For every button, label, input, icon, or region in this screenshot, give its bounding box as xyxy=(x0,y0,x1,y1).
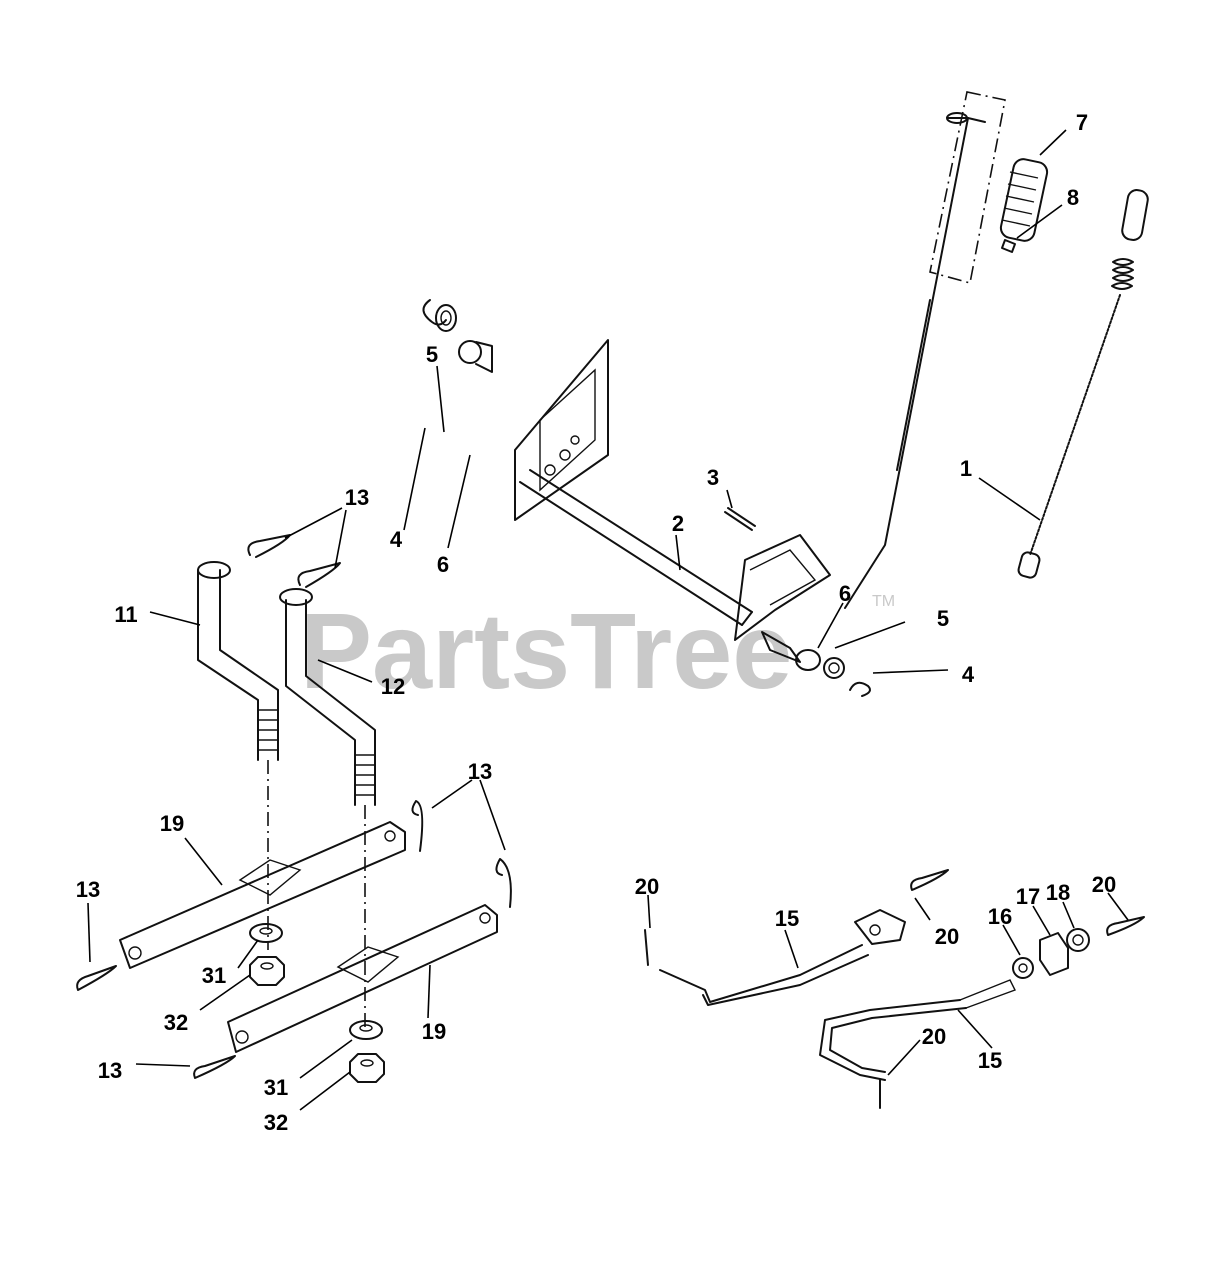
callout-19: 19 xyxy=(160,811,184,836)
part-2-shaft xyxy=(519,469,753,626)
part-4-clip-left xyxy=(422,299,447,326)
callout-17: 17 xyxy=(1016,884,1040,909)
callout-6: 6 xyxy=(839,581,851,606)
part-12-lift-link xyxy=(279,588,376,806)
part-5-washer-right xyxy=(823,657,845,679)
callout-31: 31 xyxy=(202,963,226,988)
part-15-rod-upper xyxy=(644,909,906,1006)
callout-32: 32 xyxy=(264,1110,288,1135)
part-1-cable xyxy=(1017,189,1149,579)
part-31-washer-upper xyxy=(249,923,283,943)
callout-5: 5 xyxy=(426,342,438,367)
part-13-hairpin-low-a xyxy=(76,965,117,991)
callout-20: 20 xyxy=(1092,872,1116,897)
callout-1: 1 xyxy=(960,456,972,481)
callout-31: 31 xyxy=(264,1075,288,1100)
callout-13: 13 xyxy=(76,877,100,902)
part-13-hairpin-low-b xyxy=(193,1055,236,1079)
part-6-bushing-left xyxy=(458,340,493,373)
callout-32: 32 xyxy=(164,1010,188,1035)
callout-2: 2 xyxy=(672,511,684,536)
callout-8: 8 xyxy=(1067,185,1079,210)
part-13-hairpin-mid-b xyxy=(495,858,512,908)
watermark-text: PartsTree xyxy=(300,590,792,711)
watermark-trademark: TM xyxy=(872,593,895,610)
part-15-rod-lower xyxy=(819,979,1016,1109)
part-32-nut-upper xyxy=(249,956,285,986)
part-8-eyebolt xyxy=(1001,239,1016,253)
callout-18: 18 xyxy=(1046,880,1070,905)
callout-6: 6 xyxy=(437,552,449,577)
callout-7: 7 xyxy=(1076,110,1088,135)
callout-20: 20 xyxy=(935,924,959,949)
part-13-hairpin-mid-a xyxy=(411,800,424,852)
callout-12: 12 xyxy=(381,674,405,699)
part-7-spring xyxy=(999,158,1049,242)
part-20-clip-right xyxy=(1106,916,1145,936)
part-4-clip-right xyxy=(849,681,871,697)
part-3-pin xyxy=(724,507,756,531)
callout-11: 11 xyxy=(114,602,137,627)
callout-15: 15 xyxy=(775,906,799,931)
part-19-lift-rod-upper xyxy=(119,821,406,969)
callout-4: 4 xyxy=(390,527,403,552)
part-32-nut-lower xyxy=(349,1053,385,1083)
callout-16: 16 xyxy=(988,904,1012,929)
callout-15: 15 xyxy=(978,1048,1002,1073)
part-13-hairpin-top-b xyxy=(297,562,341,588)
part-31-washer-lower xyxy=(349,1020,383,1040)
callout-13: 13 xyxy=(98,1058,122,1083)
part-11-lift-link xyxy=(197,561,279,761)
callout-3: 3 xyxy=(707,465,719,490)
callout-13: 13 xyxy=(345,485,369,510)
part-17-block xyxy=(1039,932,1069,976)
part-6-bushing-right xyxy=(761,631,821,671)
part-18-bushing xyxy=(1066,928,1090,952)
part-5-washer-left xyxy=(435,304,457,332)
leader-lines xyxy=(87,129,1129,1111)
part-16-spacer xyxy=(1012,957,1034,979)
bracket-plate xyxy=(514,339,609,521)
callout-4: 4 xyxy=(962,662,975,687)
part-20-clip-upper xyxy=(910,869,949,891)
callout-19: 19 xyxy=(422,1019,446,1044)
part-19-lift-rod-lower xyxy=(227,904,498,1053)
callout-20: 20 xyxy=(922,1024,946,1049)
part-13-hairpin-top-a xyxy=(247,534,291,558)
callout-13: 13 xyxy=(468,759,492,784)
lift-arm-bracket xyxy=(734,534,831,641)
callout-20: 20 xyxy=(635,874,659,899)
lift-handle-assembly xyxy=(844,91,1006,609)
callout-5: 5 xyxy=(937,606,949,631)
